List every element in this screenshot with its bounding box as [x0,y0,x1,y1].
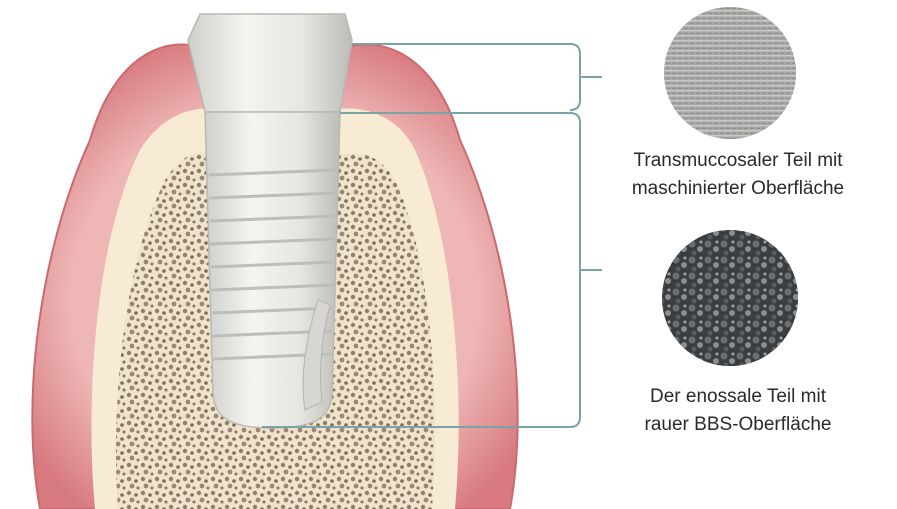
dental-implant [188,14,352,428]
enossal-part-label: Der enossale Teil mit rauer BBS-Oberfläc… [598,383,878,439]
implant-collar [188,14,352,112]
transmucosal-label-line-1: Transmuccosaler Teil mit [598,147,878,175]
rough-bbs-surface-micrograph-icon [662,230,798,366]
transmucosal-part-label: Transmuccosaler Teil mit maschinierter O… [598,147,878,203]
enossal-label-line-2: rauer BBS-Oberfläche [598,411,878,439]
enossal-label-line-1: Der enossale Teil mit [598,383,878,411]
transmucosal-label-line-2: maschinierter Oberfläche [598,175,878,203]
machined-surface-micrograph-icon [664,7,796,139]
